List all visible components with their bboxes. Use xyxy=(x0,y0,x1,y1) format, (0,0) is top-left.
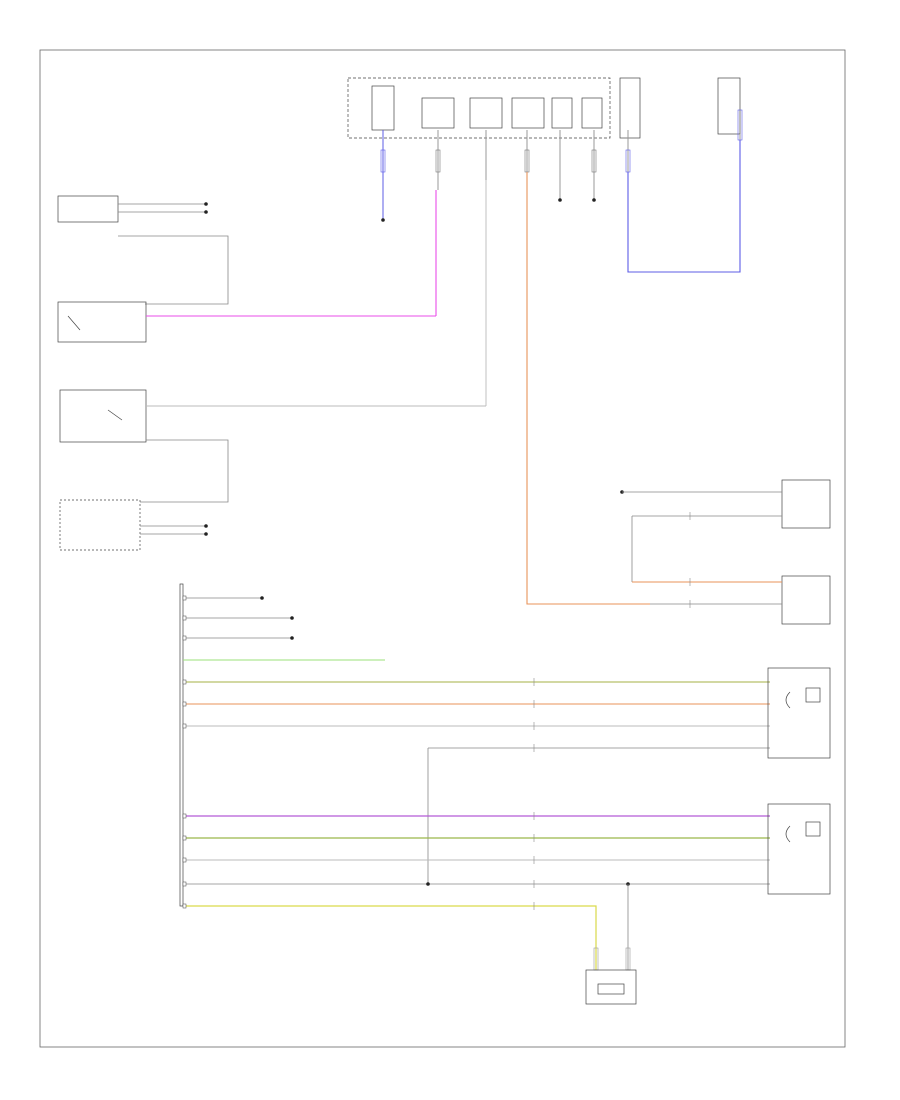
passenger-pretensioner-squib xyxy=(805,687,821,703)
driver-door-switch xyxy=(57,301,147,343)
lm1-dot-b xyxy=(204,210,208,214)
ground-dot-top-left xyxy=(381,218,385,222)
passenger-pretensioner xyxy=(767,667,831,759)
ground-splice-1 xyxy=(426,882,430,886)
driver-switch-contact xyxy=(67,315,81,331)
module-box-4 xyxy=(551,97,573,129)
top-wire-stubs xyxy=(382,130,741,220)
module-stub-wires xyxy=(183,596,294,640)
right-sensor-2 xyxy=(781,575,831,625)
passenger-switch-contact xyxy=(107,409,123,421)
left-module-2 xyxy=(59,499,141,551)
junction-box-outline xyxy=(347,77,611,139)
driver-pretensioner-symbol xyxy=(785,825,791,843)
module-box-3 xyxy=(511,97,545,129)
left-module-1 xyxy=(57,195,119,223)
right-sensor-1 xyxy=(781,479,831,529)
diagram-frame xyxy=(39,49,846,1048)
connector-pin-stacks xyxy=(380,109,743,173)
lm2-dot-a xyxy=(204,524,208,528)
driver-pretensioner xyxy=(767,803,831,895)
lm2-dot-b xyxy=(204,532,208,536)
right-fuse-box xyxy=(717,77,741,135)
junction-box-top xyxy=(347,77,641,139)
driver-pretensioner-squib xyxy=(805,821,821,837)
seat-belt-buckle-switch xyxy=(585,969,637,1005)
module-box-5 xyxy=(581,97,603,129)
passenger-pretensioner-symbol xyxy=(785,691,791,709)
module-box-2 xyxy=(469,97,503,129)
wire-orange-vertical xyxy=(526,172,650,605)
module-box-1 xyxy=(421,97,455,129)
lm1-dot-a xyxy=(204,202,208,206)
module-pins xyxy=(182,595,187,909)
passenger-door-switch xyxy=(59,389,147,443)
wire-lm1-loop xyxy=(118,235,229,305)
control-module-edge xyxy=(179,583,184,907)
fuse-box-1 xyxy=(371,85,395,131)
buckle-switch-inner xyxy=(597,983,625,995)
wire-yellow-buckle xyxy=(183,905,597,970)
inline-connector-marks xyxy=(533,512,691,910)
junction-box-right-outline xyxy=(619,77,641,139)
wire-pm-loop xyxy=(140,439,229,503)
wire-blue-right-loop xyxy=(627,140,741,273)
splice-dot-2 xyxy=(592,198,596,202)
splice-dot-1 xyxy=(558,198,562,202)
